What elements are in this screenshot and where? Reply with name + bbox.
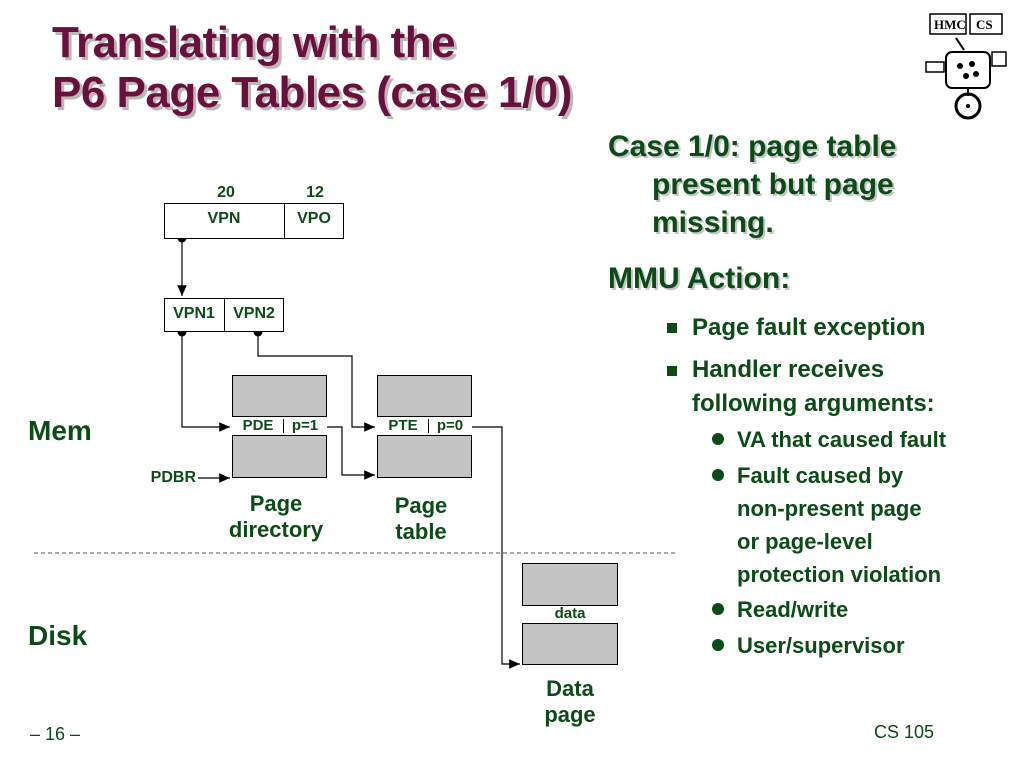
page-table-caption-1: Page: [394, 493, 448, 518]
page-directory-caption: Page directory: [214, 491, 338, 543]
vpn-label: VPN: [207, 210, 241, 227]
bullet-dot-icon: [712, 469, 724, 481]
vpn2-label: VPN2: [233, 305, 275, 322]
sub-bullet-va: VA that caused fault: [737, 427, 947, 452]
page-directory-caption-2: directory: [228, 517, 324, 542]
page-table-caption: Page table: [370, 493, 472, 545]
virtual-address-box: [164, 203, 344, 239]
title-line-1: Translating with the: [52, 18, 456, 67]
case-line-1: Case 1/0: page table: [608, 130, 897, 163]
sub-bullet-rw: Read/write: [737, 597, 849, 622]
pte-label: PTE: [388, 417, 418, 434]
data-page-caption-1: Data: [546, 676, 594, 701]
pte-divider: [428, 419, 429, 433]
pte-row: [377, 416, 472, 436]
logo-cs-text: CS: [976, 17, 993, 32]
sub-bullet-fault-3: or page-level: [737, 529, 873, 554]
pde-label: PDE: [242, 417, 274, 434]
case-description: Case 1/0: page table present but page mi…: [608, 128, 896, 242]
data-page-caption-2: page: [544, 702, 596, 727]
bullet-dot-icon: [712, 639, 724, 651]
va-divider: [284, 203, 285, 239]
vpn1-label: VPN1: [173, 305, 215, 322]
vpo-label: VPO: [297, 210, 331, 227]
page-directory-caption-1: Page: [249, 491, 303, 516]
logo-hmc-text: HMC: [934, 17, 966, 32]
pde-divider: [283, 419, 284, 433]
pdbr-label: PDBR: [150, 469, 196, 486]
course-name: CS 105: [874, 722, 935, 742]
pde-present-bit: p=1: [291, 417, 319, 434]
vpn-bit-width: 20: [217, 184, 235, 201]
mem-label: Mem: [28, 415, 92, 446]
disk-label: Disk: [28, 620, 88, 651]
slide-title: Translating with the P6 Page Tables (cas…: [52, 18, 572, 118]
pde-row: [232, 416, 327, 436]
bullet-square-icon: [667, 366, 677, 376]
bullet-square-icon: [667, 323, 677, 333]
sub-bullet-fault-4: protection violation: [737, 562, 942, 587]
vpo-bit-width: 12: [306, 184, 324, 201]
data-page-caption: Data page: [520, 676, 620, 728]
bullet-handler-cont: following arguments:: [692, 390, 935, 417]
hmc-cs-logo: HMC CS: [925, 13, 1007, 120]
pte-present-bit: p=0: [436, 417, 464, 434]
slide-number: – 16 –: [30, 724, 81, 744]
bullet-handler: Handler receives: [692, 356, 885, 383]
case-line-3: missing.: [652, 206, 774, 239]
data-row: [522, 605, 618, 624]
mmu-action-heading: MMU Action:: [608, 262, 791, 295]
bullet-dot-icon: [712, 433, 724, 445]
sub-bullet-fault-1: Fault caused by: [737, 463, 904, 488]
case-line-2: present but page: [652, 168, 894, 201]
title-line-2: P6 Page Tables (case 1/0): [52, 68, 572, 117]
bullet-dot-icon: [712, 603, 724, 615]
bullet-page-fault: Page fault exception: [692, 314, 926, 341]
sub-bullet-fault-2: non-present page: [737, 496, 922, 521]
vpn-split-divider: [224, 298, 225, 332]
data-label: data: [554, 605, 586, 622]
sub-bullet-us: User/supervisor: [737, 633, 905, 658]
page-table-caption-2: table: [395, 519, 447, 544]
